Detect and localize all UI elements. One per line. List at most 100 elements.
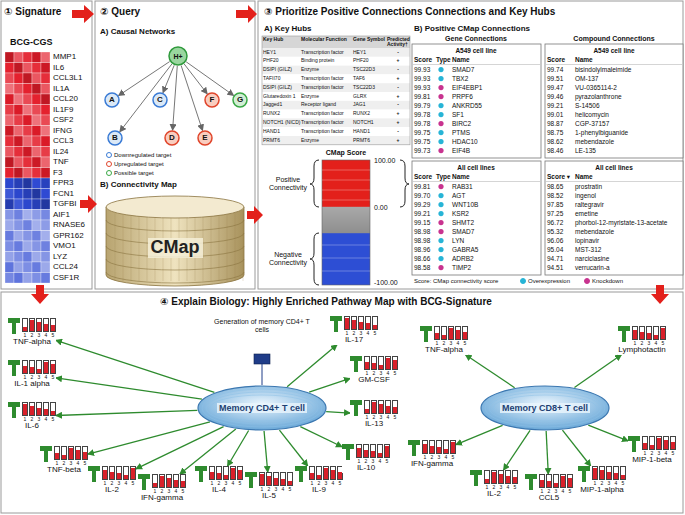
type-dot — [438, 211, 443, 216]
table-cell: OM-137 — [575, 75, 598, 82]
gene-name: CSF1R — [53, 274, 79, 283]
table-cell: - — [387, 85, 409, 91]
bar-column: 1 — [422, 440, 428, 460]
connector — [279, 430, 307, 466]
table-cell: TBX2 — [452, 75, 468, 82]
table-cell: - — [387, 102, 409, 108]
bar-column: 5 — [660, 326, 666, 346]
bar-column: 4 — [173, 474, 179, 494]
bar — [553, 474, 559, 488]
network-node: B — [107, 130, 123, 146]
bar-column: 2 — [371, 356, 377, 376]
table-cell: 99.70 — [414, 192, 430, 199]
ligand-name: TNF-alpha — [13, 338, 51, 347]
bar — [599, 466, 605, 480]
cell-name: Memory CD4+ T cell — [217, 403, 307, 413]
ligand-node: 12345IFN-gamma — [408, 440, 456, 469]
bar — [434, 326, 440, 340]
bar — [378, 356, 384, 370]
type-dot — [438, 121, 443, 126]
table-cell: 99.79 — [414, 102, 430, 109]
bar-column: 2 — [216, 466, 222, 486]
table-cell: 98.75 — [547, 129, 563, 136]
legend-item: Overexpression — [520, 278, 570, 284]
table-cell: + — [387, 76, 409, 82]
bar — [22, 402, 28, 416]
bar — [22, 360, 28, 374]
bar — [462, 326, 468, 340]
bar-column: 1 — [344, 316, 350, 336]
type-dot — [438, 184, 443, 189]
ligand-icon — [138, 474, 150, 490]
bar-column: 4 — [385, 400, 391, 420]
bar — [22, 318, 28, 332]
legend-item: Upregulated target — [106, 161, 164, 167]
ligand-node: 12345IL-13 — [350, 400, 398, 429]
table-cell: LYN — [452, 237, 464, 244]
ligand-icon — [40, 446, 52, 462]
bar — [330, 466, 336, 480]
ligand-node: 12345IL-6 — [8, 402, 56, 431]
bar-column: 3 — [606, 466, 612, 486]
bar — [358, 316, 364, 330]
cell-node: Memory CD4+ T cell — [197, 385, 327, 431]
ligand-name: IFN-gamma — [411, 460, 453, 469]
ligand-name: TNF-beta — [47, 466, 81, 475]
ligand-icon — [470, 470, 482, 486]
type-dot — [438, 76, 443, 81]
network-node: C — [152, 92, 168, 108]
panel-heading: ① Signature — [4, 6, 61, 17]
legend-item: Knockdown — [584, 278, 623, 284]
gene-name: CCL3 — [53, 137, 73, 146]
table-cell: MST-312 — [575, 246, 601, 253]
table-cell: phorbol-12-myristate-13-acetate — [575, 219, 668, 226]
node-letter: G — [237, 96, 243, 104]
bar-number: 4 — [332, 480, 335, 486]
bar-column: 4 — [230, 466, 236, 486]
gene-name: IL1F9 — [53, 106, 73, 115]
table-cell: mebendazole — [575, 228, 614, 235]
bar — [36, 318, 42, 332]
table-cell: 98.96 — [414, 246, 430, 253]
scale-value: -100.00 — [374, 279, 398, 287]
bar — [130, 466, 136, 480]
bar-column: 5 — [392, 400, 398, 420]
legend-swatch — [584, 278, 590, 284]
bar — [441, 326, 447, 340]
table-cell: 99.78 — [414, 120, 430, 127]
connector — [504, 430, 530, 470]
table-cell: SHMT2 — [452, 219, 474, 226]
table-cell: PRMT6 — [353, 138, 370, 144]
table-title: A549 cell line — [593, 47, 634, 54]
ligand-row: 12345 — [350, 356, 398, 376]
gene-name: TGFBI — [53, 200, 77, 209]
bar-column: 1 — [102, 466, 108, 486]
gene-name: VMO1 — [53, 242, 76, 251]
gene-name: GPR162 — [53, 232, 84, 241]
bar-column: 3 — [370, 444, 376, 464]
ligand-icon — [350, 400, 362, 416]
type-dot — [438, 220, 443, 225]
bar — [632, 326, 638, 340]
table-cell: DSIPI (GILZ) — [263, 67, 292, 73]
connector — [186, 62, 233, 96]
ligand-name: MIP-1-alpha — [580, 486, 624, 495]
table-cell: HEY1 — [263, 50, 276, 56]
type-dot — [438, 256, 443, 261]
node-letter: H+ — [173, 53, 182, 60]
bar — [364, 356, 370, 370]
node-letter: A — [109, 96, 115, 104]
bar — [422, 440, 428, 454]
gene-name: MMP1 — [53, 53, 76, 62]
panel-heading: ④ Explain Biology: Highly Enriched Pathw… — [160, 296, 492, 307]
table-cell: PRMT6 — [263, 138, 280, 144]
table-cell: Transcription factor — [301, 120, 344, 126]
ligand-icon — [618, 326, 630, 342]
ligand-icon — [8, 360, 20, 376]
bar — [61, 446, 67, 460]
bar — [371, 356, 377, 370]
bar-column: 1 — [592, 466, 598, 486]
section-title: B) Connectivity Map — [100, 181, 177, 190]
ligand-icon — [195, 466, 207, 482]
bar-column: 1 — [259, 472, 265, 492]
